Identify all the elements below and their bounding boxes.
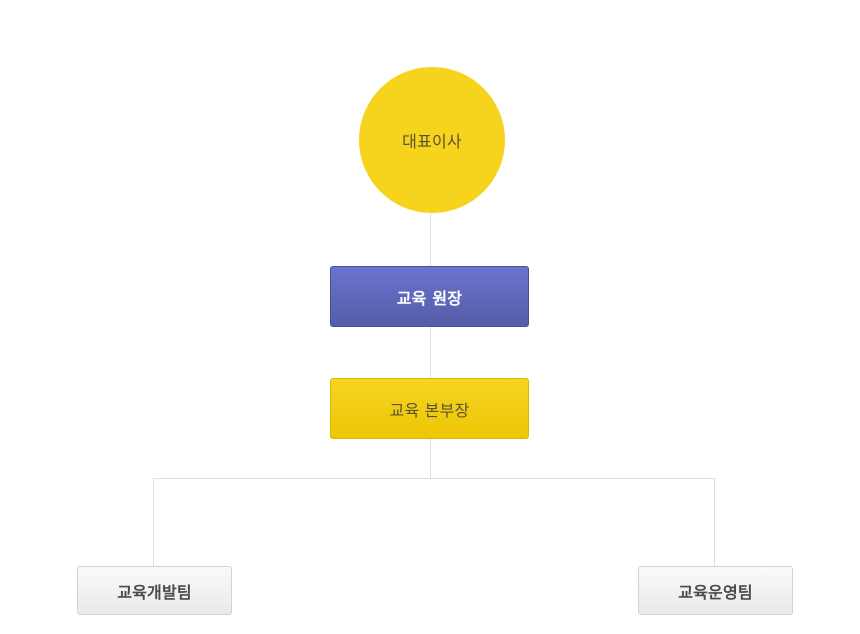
node-ceo: 대표이사 (359, 67, 505, 213)
node-team-operations-label: 교육운영팀 (678, 582, 753, 602)
node-team-development: 교육개발팀 (77, 566, 232, 615)
connector-branch-left (153, 478, 154, 566)
connector-ceo-director (430, 213, 431, 266)
node-division-head-label: 교육 본부장 (389, 400, 470, 420)
node-director: 교육 원장 (330, 266, 529, 327)
node-division-head: 교육 본부장 (330, 378, 529, 439)
node-ceo-label: 대표이사 (402, 132, 462, 151)
connector-branch-right (714, 478, 715, 566)
node-team-development-label: 교육개발팀 (117, 582, 192, 602)
connector-director-head (430, 327, 431, 378)
node-director-label: 교육 원장 (396, 288, 463, 308)
node-team-operations: 교육운영팀 (638, 566, 793, 615)
connector-head-branch (430, 439, 431, 478)
connector-branch-horizontal (153, 478, 715, 479)
